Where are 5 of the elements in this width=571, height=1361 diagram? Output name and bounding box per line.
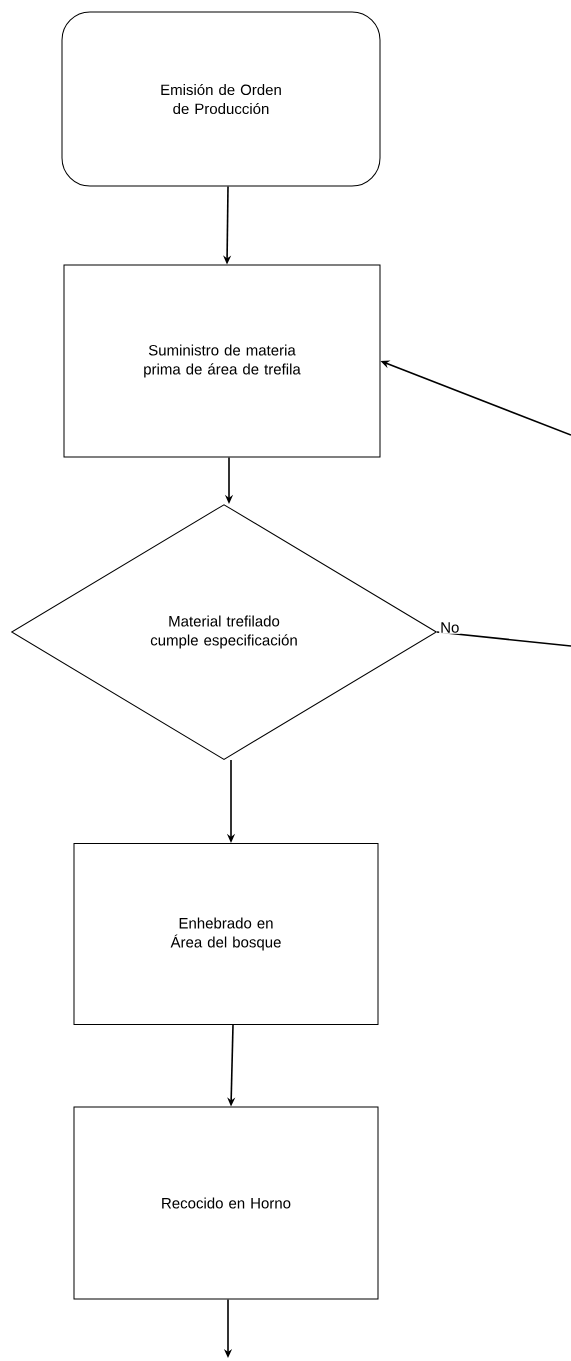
process-box: Enhebrado en Área del bosque bbox=[73, 843, 379, 1025]
process-box: Suministro de materia prima de área de trefila bbox=[63, 264, 381, 458]
terminal-box: Emisión de Orden de Producción bbox=[61, 11, 381, 187]
process-box: Recocido en Horno bbox=[73, 1106, 379, 1300]
edge-label: No bbox=[439, 621, 461, 634]
